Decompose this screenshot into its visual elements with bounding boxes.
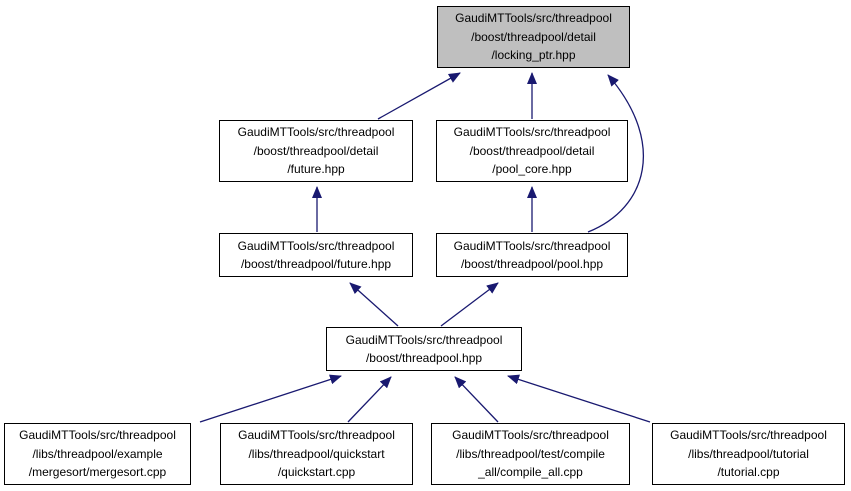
node-detail-future-hpp[interactable]: GaudiMTTools/src/threadpool /boost/threa… bbox=[219, 120, 413, 182]
edge-mergesort-to-threadpool bbox=[199, 374, 342, 423]
node-locking-ptr-hpp: GaudiMTTools/src/threadpool /boost/threa… bbox=[437, 6, 630, 68]
node-pool-hpp[interactable]: GaudiMTTools/src/threadpool /boost/threa… bbox=[436, 233, 628, 277]
node-threadpool-hpp[interactable]: GaudiMTTools/src/threadpool /boost/threa… bbox=[326, 327, 522, 371]
edge-quickstart-to-threadpool bbox=[347, 376, 392, 423]
node-detail-pool-core-hpp[interactable]: GaudiMTTools/src/threadpool /boost/threa… bbox=[436, 120, 628, 182]
node-future-hpp[interactable]: GaudiMTTools/src/threadpool /boost/threa… bbox=[219, 233, 413, 277]
edge-compile-all-to-threadpool bbox=[454, 376, 499, 423]
edge-detail-future-to-locking-ptr bbox=[377, 72, 461, 120]
node-tutorial-cpp[interactable]: GaudiMTTools/src/threadpool /libs/thread… bbox=[652, 423, 845, 485]
node-quickstart-cpp[interactable]: GaudiMTTools/src/threadpool /libs/thread… bbox=[220, 423, 413, 485]
edge-threadpool-to-future bbox=[349, 282, 399, 327]
node-compile-all-cpp[interactable]: GaudiMTTools/src/threadpool /libs/thread… bbox=[431, 423, 630, 485]
edge-tutorial-to-threadpool bbox=[507, 374, 651, 423]
node-mergesort-cpp[interactable]: GaudiMTTools/src/threadpool /libs/thread… bbox=[4, 423, 191, 485]
edge-threadpool-to-pool bbox=[440, 282, 499, 327]
